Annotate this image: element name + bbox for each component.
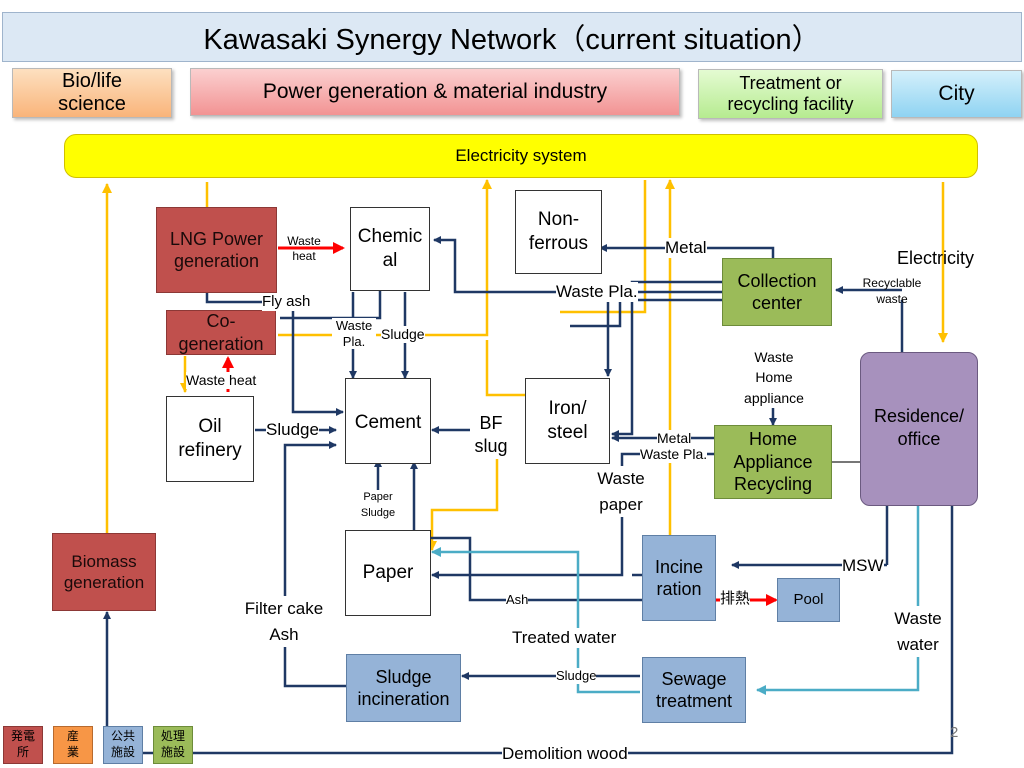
node-oil-refinery: Oil refinery xyxy=(166,396,254,482)
node-sludge-incineration: Sludge incineration xyxy=(346,654,461,722)
flow-filter-cake xyxy=(283,441,337,650)
legend-square-power-plant: 発電所 xyxy=(3,726,43,764)
label-recyclable-waste: Recyclable waste xyxy=(862,276,922,306)
water-flows xyxy=(431,505,920,695)
label-electricity: Electricity xyxy=(897,248,975,268)
page-title: Kawasaki Synergy Network（current situati… xyxy=(2,12,1022,62)
node-iron-steel: Iron/ steel xyxy=(525,378,610,464)
label-sludge-bottom: Sludge xyxy=(556,668,597,684)
flow-collection-iron xyxy=(611,280,722,438)
node-sewage-treatment: Sewage treatment xyxy=(642,657,746,723)
flow-waste-pla-2 xyxy=(570,298,722,328)
flow-waste-water xyxy=(756,505,920,695)
flow-sludge-inc-out xyxy=(283,650,346,688)
label-filter-cake-ash: Filter cake Ash xyxy=(232,596,336,647)
legend-treatment-label: Treatment or recycling facility xyxy=(727,73,854,114)
electricity-system-label: Electricity system xyxy=(455,146,587,166)
legend-treatment: Treatment or recycling facility xyxy=(698,69,883,119)
label-sludge-top: Sludge xyxy=(381,326,425,343)
legend-square-public-facility: 公共施設 xyxy=(103,726,143,764)
legend-city: City xyxy=(891,70,1022,118)
flow-fly-ash xyxy=(205,293,264,304)
label-waste-pla-mid: Waste Pla. xyxy=(640,446,708,463)
flow-iron-up xyxy=(485,340,526,397)
node-collection-center: Collection center xyxy=(722,258,832,326)
label-waste-paper: Waste paper xyxy=(590,466,652,517)
legend-power: Power generation & material industry xyxy=(190,68,680,116)
electricity-system-bar: Electricity system xyxy=(64,134,978,178)
label-waste-home-appliance: Waste Home appliance xyxy=(738,347,810,408)
label-waste-heat-oil: Waste heat xyxy=(186,372,257,389)
label-paper-sludge: Paper Sludge xyxy=(354,490,402,522)
node-residence-office: Residence/ office xyxy=(860,352,978,506)
node-lng-power-generation: LNG Power generation xyxy=(156,207,277,293)
label-msw: MSW xyxy=(842,556,884,577)
label-sludge-oil: Sludge xyxy=(266,420,319,441)
legend-square-treatment-facility: 処理施設 xyxy=(153,726,193,764)
node-cement: Cement xyxy=(345,378,431,464)
node-paper: Paper xyxy=(345,530,431,616)
label-waste-heat-lng: Waste heat xyxy=(287,234,321,263)
label-waste-pla-top: Waste Pla. xyxy=(556,282,638,303)
label-fly-ash: Fly ash xyxy=(262,293,311,311)
label-ash: Ash xyxy=(506,592,529,608)
node-chemical: Chemic al xyxy=(350,207,430,291)
node-incineration: Incine ration xyxy=(642,535,716,621)
flow-grid-iron xyxy=(560,180,647,314)
legend-square-industry: 産業 xyxy=(53,726,93,764)
page-number: 2 xyxy=(950,724,959,741)
flow-metal-nonferrous xyxy=(599,244,775,262)
legend-bio: Bio/life science xyxy=(12,68,172,118)
label-haiNetsu: 排熱 xyxy=(720,590,751,608)
flow-waste-paper-to-paper xyxy=(431,515,624,579)
legend-city-label: City xyxy=(938,81,975,105)
label-metal-top: Metal xyxy=(665,238,707,259)
node-non-ferrous: Non-ferrous xyxy=(515,190,602,274)
label-bf-slug: BF slug xyxy=(470,412,512,459)
node-pool: Pool xyxy=(777,578,840,622)
flow-treated-water xyxy=(431,547,640,694)
label-metal-mid: Metal xyxy=(657,430,692,447)
label-waste-water: Waste water xyxy=(886,606,950,657)
label-waste-pla-cement: Waste Pla. xyxy=(332,318,376,350)
flow-fly-ash-cement xyxy=(291,305,344,416)
legend-bio-label: Bio/life science xyxy=(58,70,126,115)
label-demolition-wood: Demolition wood xyxy=(502,744,628,765)
legend-power-label: Power generation & material industry xyxy=(262,79,608,103)
node-home-appliance-recycling: Home Appliance Recycling xyxy=(714,425,832,499)
flow-chemical-inner xyxy=(280,290,382,320)
label-treated-water: Treated water xyxy=(512,628,617,649)
node-biomass-generation: Biomass generation xyxy=(52,533,156,611)
node-co-generation: Co-generation xyxy=(166,310,276,355)
